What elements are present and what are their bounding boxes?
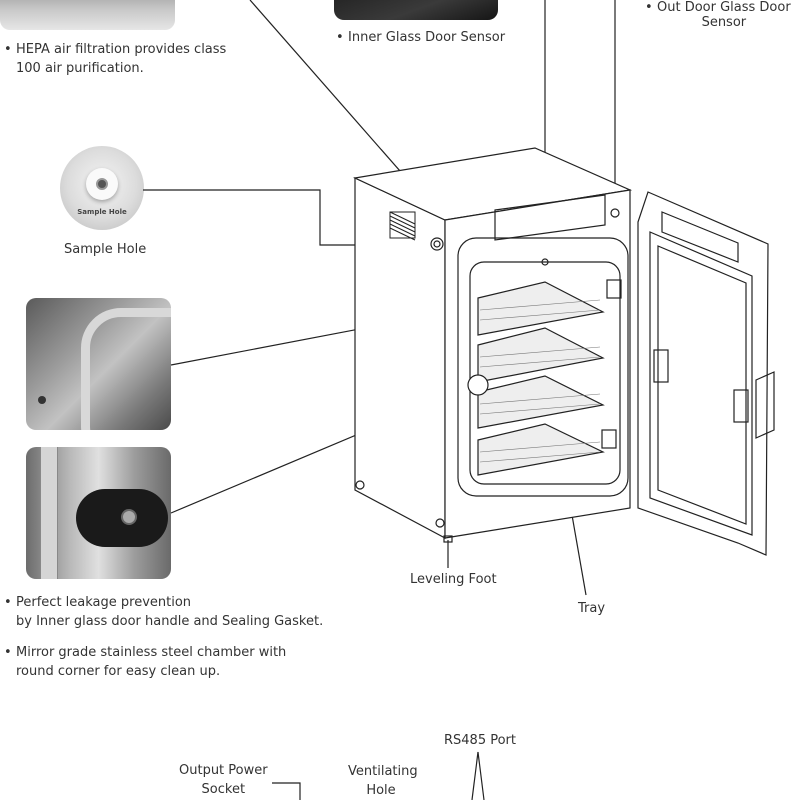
outer-door (637, 191, 769, 556)
front-panel-slot (494, 194, 606, 241)
mirror-caption: Mirror grade stainless steel chamber wit… (4, 643, 286, 681)
sample-hole-photo: Sample Hole (60, 146, 144, 230)
ventilating-hole-caption: Ventilating Hole (348, 764, 418, 798)
leveling-foot (443, 535, 453, 543)
sample-hole-photo-text: Sample Hole (77, 208, 127, 216)
leveling-foot-caption: Leveling Foot (410, 572, 497, 587)
inner-glass-sensor-photo (334, 0, 498, 20)
sealing-gasket-photo (26, 298, 171, 430)
sample-hole-caption: Sample Hole (64, 242, 147, 257)
door-handle-photo (26, 447, 171, 579)
inner-door-handle (467, 374, 489, 396)
chamber-opening (469, 261, 621, 485)
leakage-caption: Perfect leakage prevention by Inner glas… (4, 593, 323, 631)
trays (477, 281, 605, 476)
output-power-socket-caption: Output Power Socket (179, 763, 268, 797)
sample-hole-port (430, 237, 444, 251)
hepa-caption: HEPA air filtration provides class 100 a… (4, 40, 226, 78)
rs485-port-caption: RS485 Port (444, 733, 517, 748)
out-door-sensor-caption: Out Door Glass Door Sensor (645, 0, 791, 32)
door-panel-slot (661, 211, 739, 263)
chamber-frame (457, 237, 629, 497)
hepa-filter-photo (0, 0, 175, 30)
tray-perforation (479, 299, 601, 463)
side-vent (389, 211, 416, 241)
sample-hole-port-icon (86, 168, 118, 200)
inner-glass-sensor-caption: Inner Glass Door Sensor (336, 28, 505, 47)
tray-caption: Tray (578, 601, 606, 616)
